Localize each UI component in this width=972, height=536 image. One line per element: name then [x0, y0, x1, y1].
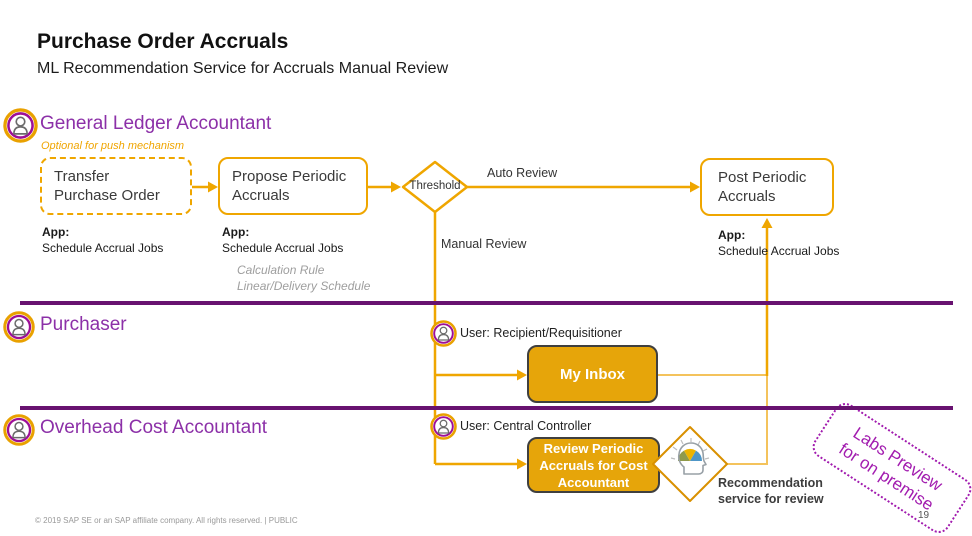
post-app-label: App: [718, 228, 746, 242]
persona-icon [3, 414, 35, 446]
my-inbox-box: My Inbox [527, 345, 658, 403]
recommendation-note-line1: Recommendation [718, 476, 823, 490]
persona-icon [3, 108, 38, 143]
post-app-name: Schedule Accrual Jobs [718, 244, 840, 258]
threshold-diamond-shape [401, 160, 469, 214]
arrowhead-into-propose [208, 181, 218, 193]
post-box-line2: Accruals [718, 188, 776, 205]
user-icon [430, 320, 457, 347]
arrowhead-into-inbox [517, 369, 527, 381]
arrowhead-into-post [690, 181, 700, 193]
calculation-rule-line1: Calculation Rule [237, 263, 325, 277]
persona-icon [3, 311, 35, 343]
review-box-line1: Review Periodic [543, 440, 644, 456]
threshold-diamond-label: Threshold [409, 180, 461, 192]
post-periodic-accruals-box: Post Periodic Accruals [700, 158, 834, 216]
lane-label-purchaser: Purchaser [40, 314, 127, 335]
post-app-note: App: Schedule Accrual Jobs [718, 227, 839, 259]
transfer-box-line1: Transfer [54, 168, 110, 185]
optional-push-note: Optional for push mechanism [41, 140, 185, 152]
transfer-app-name: Schedule Accrual Jobs [42, 241, 164, 255]
transfer-app-note: App: Schedule Accrual Jobs [42, 224, 163, 256]
page-subtitle: ML Recommendation Service for Accruals M… [37, 60, 449, 77]
recommendation-note-line2: service for review [718, 492, 824, 506]
lane-label-general-ledger-accountant: General Ledger Accountant [40, 113, 272, 134]
propose-app-note: App: Schedule Accrual Jobs [222, 224, 343, 256]
transfer-box-line2: Purchase Order [54, 187, 160, 204]
transfer-app-label: App: [42, 225, 70, 239]
lane-divider [20, 406, 953, 410]
propose-app-name: Schedule Accrual Jobs [222, 241, 344, 255]
calculation-rule-line2: Linear/Delivery Schedule [237, 279, 371, 293]
propose-app-label: App: [222, 225, 250, 239]
review-box-line3: Accountant [557, 474, 630, 490]
calculation-rule-note: Calculation Rule Linear/Delivery Schedul… [237, 262, 370, 294]
propose-box-line2: Accruals [232, 187, 290, 204]
auto-review-label: Auto Review [487, 166, 558, 180]
lane-label-overhead-cost-accountant: Overhead Cost Accountant [40, 417, 268, 438]
arrowhead-into-threshold [391, 181, 401, 193]
ml-rays [670, 438, 710, 460]
transfer-purchase-order-box: Transfer Purchase Order [40, 157, 192, 215]
post-box-line1: Post Periodic [718, 169, 807, 186]
propose-periodic-accruals-box: Propose Periodic Accruals [218, 157, 368, 215]
arrowhead-up-into-post [761, 218, 773, 228]
manual-review-label: Manual Review [441, 237, 527, 251]
review-periodic-accruals-box: Review Periodic Accruals for Cost Accoun… [527, 437, 660, 493]
user-icon [430, 413, 457, 440]
my-inbox-label: My Inbox [559, 365, 625, 383]
recommendation-note: Recommendation service for review [718, 475, 824, 507]
ml-recommendation-icon [652, 426, 728, 502]
arrowhead-into-review [517, 458, 527, 470]
lane-divider [20, 301, 953, 305]
head-outline [677, 442, 707, 475]
page-number: 19 [918, 510, 930, 521]
inbox-user-label: User: Recipient/Requisitioner [460, 326, 622, 340]
propose-box-line1: Propose Periodic [232, 168, 347, 185]
review-box-line2: Accruals for Cost [539, 457, 648, 473]
copyright-footer: © 2019 SAP SE or an SAP affiliate compan… [35, 516, 298, 525]
review-user-label: User: Central Controller [460, 419, 592, 433]
page-title: Purchase Order Accruals [37, 30, 289, 53]
